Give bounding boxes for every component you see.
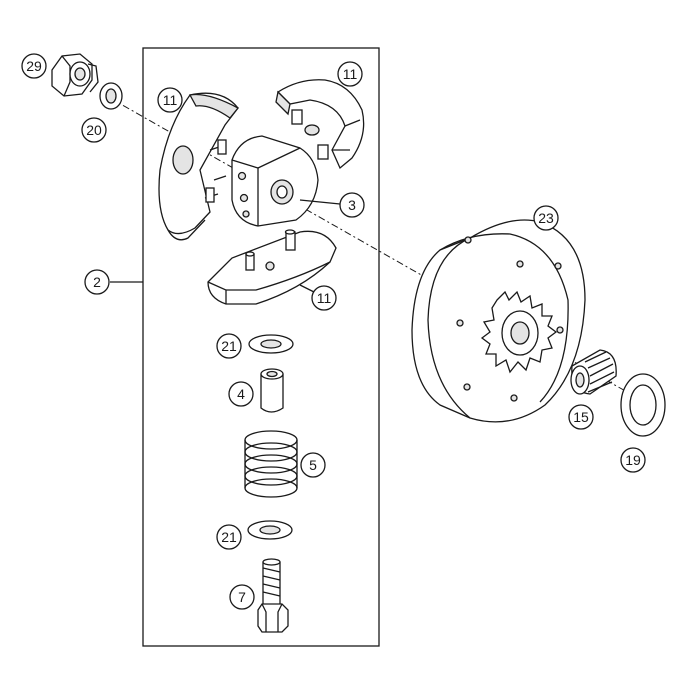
part-shoe-left	[158, 92, 239, 241]
callout-21-lower: 21	[216, 524, 242, 550]
leader-11-lower	[299, 284, 315, 293]
callout-5: 5	[300, 452, 326, 478]
callout-15-label: 15	[573, 409, 589, 425]
callout-19: 19	[620, 447, 646, 473]
callout-21-lower-label: 21	[221, 529, 237, 545]
callout-7-label: 7	[238, 589, 246, 605]
part-sleeve	[260, 368, 284, 413]
part-nut	[51, 53, 99, 97]
callout-19-label: 19	[625, 452, 641, 468]
part-shoe-right	[275, 79, 365, 170]
callout-11-upper-left-label: 11	[163, 92, 178, 108]
part-spring	[244, 430, 298, 498]
callout-2: 2	[84, 269, 110, 295]
callout-23: 23	[533, 205, 559, 231]
callout-7: 7	[229, 584, 255, 610]
part-washer-19	[620, 373, 666, 437]
callout-11-lower: 11	[311, 285, 337, 311]
part-carrier	[231, 135, 319, 227]
callout-21-upper-label: 21	[221, 338, 237, 354]
callout-21-upper: 21	[216, 333, 242, 359]
leader-3	[299, 199, 341, 205]
callout-29-label: 29	[26, 58, 42, 74]
part-washer-21-bottom	[247, 520, 293, 540]
callout-4-label: 4	[237, 386, 245, 402]
center-axis-line	[109, 97, 651, 406]
part-drum	[411, 219, 586, 423]
part-washer-21-top	[248, 334, 294, 354]
callout-4: 4	[228, 381, 254, 407]
callout-11-upper-left: 11	[157, 87, 183, 113]
callout-2-label: 2	[93, 274, 101, 290]
callout-3-label: 3	[348, 197, 356, 213]
assembly-box	[142, 47, 380, 647]
callout-20-label: 20	[86, 122, 102, 138]
part-bolt	[257, 558, 289, 633]
part-bearing	[570, 349, 617, 395]
callout-3: 3	[339, 192, 365, 218]
callout-11-lower-label: 11	[317, 290, 332, 306]
callout-23-label: 23	[538, 210, 554, 226]
callout-11-upper-right-label: 11	[343, 66, 358, 82]
part-washer-20	[99, 82, 123, 110]
callout-29: 29	[21, 53, 47, 79]
callout-11-upper-right: 11	[337, 61, 363, 87]
callout-20: 20	[81, 117, 107, 143]
callout-5-label: 5	[309, 457, 317, 473]
part-shoe-lower	[207, 229, 337, 305]
callout-15: 15	[568, 404, 594, 430]
